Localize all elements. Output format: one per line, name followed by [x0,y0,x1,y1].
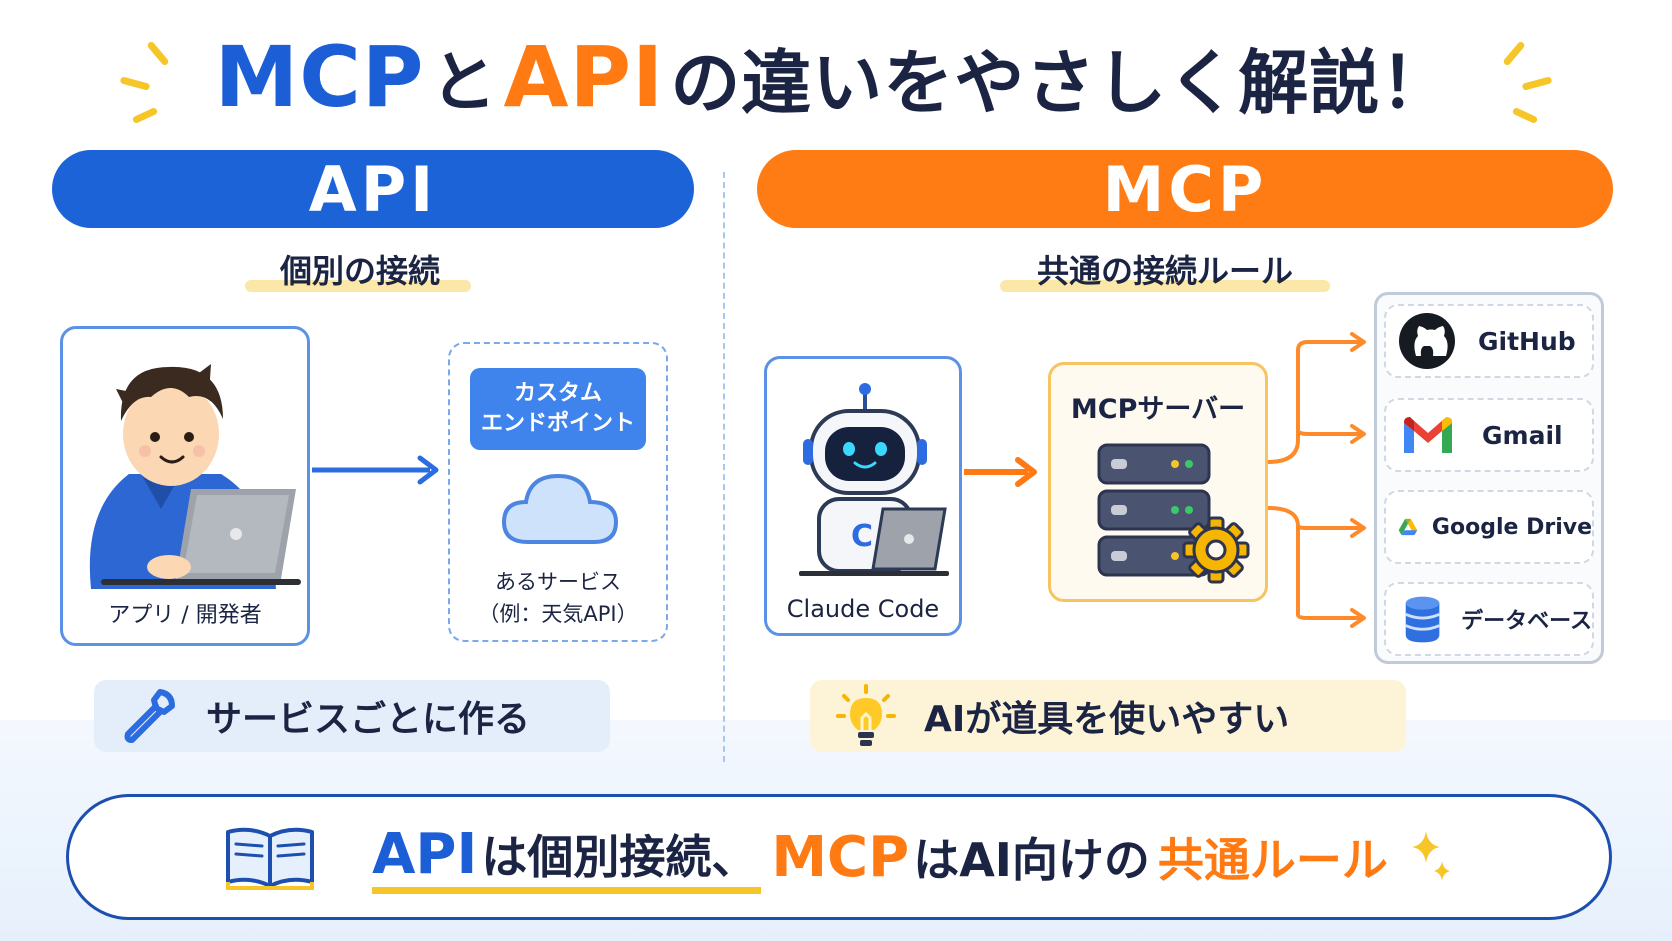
gmail-icon [1404,417,1452,453]
client-caption: Claude Code [786,595,940,623]
lightbulb-icon [836,684,896,746]
title-api: API [503,28,665,126]
endpoint-line-1: カスタム [513,381,602,406]
mcp-subtitle-highlight [1000,280,1330,292]
robot-icon: C [799,383,949,576]
github-icon [1399,313,1455,369]
api-note-bar: サービスごとに作る [94,680,610,752]
google-drive-icon [1398,518,1418,536]
service-database-label: データベース [1461,609,1592,634]
api-subtitle: 個別の接続 [279,252,440,290]
summary-part2: はAI向けの [913,833,1150,887]
title-rest: の違いをやさしく解説！ [670,41,1452,124]
developer-laptop-icon [89,364,301,589]
sparkle-icon [1411,831,1450,881]
service-gmail-label: Gmail [1482,420,1563,450]
service-line-1: あるサービス [495,570,621,594]
book-icon [226,827,315,890]
api-subtitle-highlight [245,280,471,292]
service-google-drive: Google Drive [1384,490,1594,564]
mcp-arrows-out [1268,332,1366,628]
mcp-note-bar: AIが道具を使いやすい [810,680,1406,752]
service-box: カスタム エンドポイント あるサービス （例：天気API） [448,342,668,642]
summary-part1: は個別接続、 [481,829,758,884]
gear-icon [1182,516,1250,584]
service-line-2: （例：天気API） [478,602,638,626]
section-divider [723,172,725,762]
service-gmail: Gmail [1384,398,1594,472]
service-google-drive-label: Google Drive [1431,514,1592,540]
summary-bar: API は個別接続、 MCP はAI向けの 共通ルール [66,794,1612,920]
developer-card: アプリ / 開発者 [60,326,310,646]
api-arrow [312,455,439,485]
server-icon [1097,443,1211,577]
service-database: データベース [1384,582,1594,656]
summary-mcp: MCP [771,824,910,890]
page-title: MCP と API の違いをやさしく解説！ [0,22,1672,132]
mcp-arrow-in [964,457,1037,487]
claude-code-card: C Claude Code [764,356,962,636]
title-to: と [430,44,498,121]
endpoint-line-2: エンドポイント [480,411,635,436]
server-label: MCPサーバー [1070,394,1246,425]
wrench-icon [124,689,175,743]
mcp-note-text: AIが道具を使いやすい [924,699,1290,740]
service-github-label: GitHub [1478,326,1576,356]
api-header: API [52,150,694,228]
mcp-server-card: MCPサーバー [1048,362,1268,602]
developer-caption: アプリ / 開発者 [108,603,262,628]
custom-endpoint-tag: カスタム エンドポイント [470,368,646,450]
database-icon [1405,596,1440,643]
api-note-text: サービスごとに作る [206,699,531,740]
service-github: GitHub [1384,304,1594,378]
mcp-subtitle: 共通の接続ルール [1036,252,1293,290]
svg-text:C: C [851,519,873,554]
cloud-icon [501,473,619,544]
summary-api: API [372,821,478,887]
title-mcp: MCP [214,28,425,126]
mcp-header: MCP [757,150,1613,228]
summary-rule: 共通ルール [1157,833,1388,887]
